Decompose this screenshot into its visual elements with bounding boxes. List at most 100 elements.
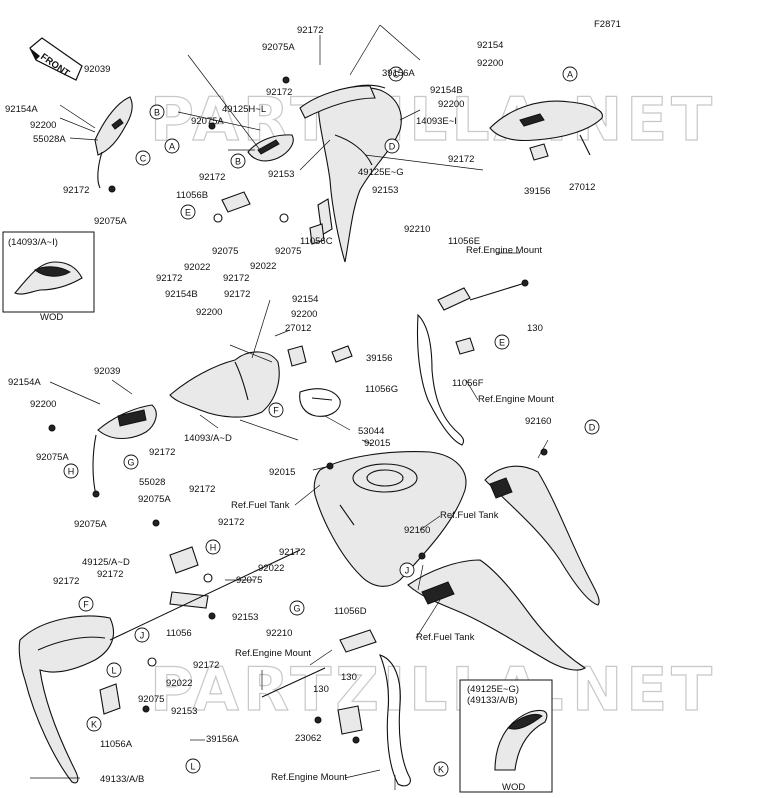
watermark-top: PARTZILLA.NET [150, 85, 716, 155]
part-number-label: 92039 [94, 366, 120, 377]
callout-letter: H [68, 467, 75, 477]
part-number-label: 92153 [171, 706, 197, 717]
callout-letter: D [389, 142, 396, 152]
callout-marker: H [205, 539, 221, 555]
reference-leader-line [419, 515, 441, 531]
figure-code: F2871 [594, 19, 621, 30]
inset-49125-title-1: (49125E~G) [467, 684, 519, 695]
left-lower-fairing [18, 615, 121, 784]
part-number-label: 55028 [139, 477, 165, 488]
part-number-label: 92075A [191, 116, 224, 127]
part-number-label: 92153 [268, 169, 294, 180]
callout-marker: B [230, 153, 246, 169]
part-number-label: 92154A [5, 104, 38, 115]
reference-label: Ref.Engine Mount [466, 245, 542, 256]
callout-letter: L [111, 666, 116, 676]
reference-leader-line [415, 599, 441, 639]
reference-label: Ref.Engine Mount [271, 772, 347, 783]
part-number-label: 92200 [30, 120, 56, 131]
callout-marker: B [149, 104, 165, 120]
small-cover-49125h [247, 134, 294, 162]
part-number-label: 92075A [74, 519, 107, 530]
callout-letter: E [499, 338, 505, 348]
part-number-label: 27012 [285, 323, 311, 334]
callout-letter: E [185, 208, 191, 218]
front-arrow-icon: FRONT [29, 37, 83, 81]
callout-marker: K [433, 761, 449, 777]
leader-lines [30, 24, 549, 790]
inset-49125-caption: WOD [502, 782, 525, 793]
inner-panel-14093 [169, 345, 353, 418]
callout-marker: A [164, 138, 180, 154]
callout-letter: C [140, 154, 147, 164]
part-number-label: 92022 [258, 563, 284, 574]
part-number-label: 92172 [218, 517, 244, 528]
part-number-label: 92022 [184, 262, 210, 273]
callout-letter: A [567, 70, 573, 80]
part-number-label: 92160 [404, 525, 430, 536]
part-number-label: 11056A [100, 739, 133, 750]
part-number-label: 11056G [365, 384, 398, 395]
callout-letter: L [190, 762, 195, 772]
callout-letter: G [293, 604, 300, 614]
part-number-label: 92172 [63, 185, 89, 196]
callout-letter: C [393, 70, 400, 80]
reference-label: Ref.Engine Mount [235, 648, 311, 659]
inset-49125: (49125E~G) (49133/A/B) WOD [459, 679, 553, 793]
part-number-label: 39156 [524, 186, 550, 197]
part-number-label: 130 [341, 672, 357, 683]
callout-letter: K [438, 765, 444, 775]
engine-mount-bracket-lower [337, 629, 411, 787]
callout-marker: A [562, 66, 578, 82]
callout-marker: F [78, 596, 94, 612]
part-number-label: 49125H~L [222, 104, 266, 115]
callout-letter: A [169, 142, 175, 152]
part-number-label: 92172 [199, 172, 225, 183]
part-number-label: 92022 [166, 678, 192, 689]
part-number-label: 92200 [196, 307, 222, 318]
callout-marker: G [289, 600, 305, 616]
part-number-label: 11056B [176, 190, 208, 201]
part-number-label: 92172 [189, 484, 215, 495]
reference-label: Ref.Fuel Tank [231, 500, 290, 511]
callout-marker: C [135, 150, 151, 166]
callout-marker: J [399, 562, 415, 578]
watermark-bottom: PARTZILLA.NET [150, 655, 716, 725]
right-upper-inner-cover [489, 100, 603, 161]
part-number-label: 92075 [138, 694, 164, 705]
callout-letter: J [405, 566, 410, 576]
part-number-label: 49133/A/B [100, 774, 144, 785]
inset-14093: (14093/A~I) WOD [2, 231, 95, 323]
part-number-label: 92172 [223, 273, 249, 284]
part-number-label: 92075 [212, 246, 238, 257]
callout-letter: K [91, 720, 97, 730]
reference-label: Ref.Engine Mount [478, 394, 554, 405]
part-number-label: 92154A [8, 377, 41, 388]
callout-letter: H [210, 543, 217, 553]
part-number-label: 92200 [291, 309, 317, 320]
bracket-11056g [299, 388, 341, 417]
callout-marker: K [86, 716, 102, 732]
reference-leader-line [344, 769, 381, 779]
reference-leader-line [294, 484, 321, 506]
part-number-label: 53044 [358, 426, 384, 437]
part-number-label: 92153 [232, 612, 258, 623]
callout-letter: J [140, 631, 145, 641]
part-number-label: 11056D [334, 606, 367, 617]
part-number-label: 92075A [138, 494, 171, 505]
part-number-label: 92075A [94, 216, 127, 227]
part-number-label: 92172 [97, 569, 123, 580]
callout-marker: G [123, 454, 139, 470]
part-number-label: 92172 [297, 25, 323, 36]
callout-letter: F [83, 600, 89, 610]
right-lower-cowl [407, 559, 587, 671]
part-number-label: 130 [527, 323, 543, 334]
part-number-label: 92075 [275, 246, 301, 257]
callout-marker: F [268, 402, 284, 418]
part-number-label: 92015 [269, 467, 295, 478]
inset-14093-title: (14093/A~I) [8, 237, 58, 248]
callout-marker: E [180, 204, 196, 220]
callout-marker: L [106, 662, 122, 678]
